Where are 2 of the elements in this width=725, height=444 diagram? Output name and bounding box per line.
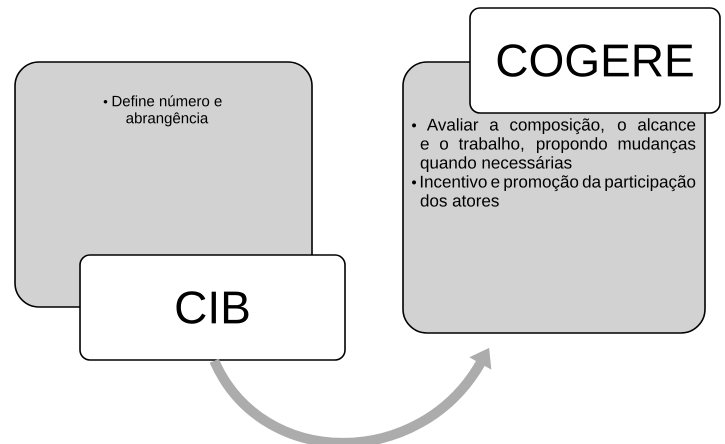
label-box: COGERE — [469, 7, 721, 114]
label-box: CIB — [79, 254, 346, 361]
